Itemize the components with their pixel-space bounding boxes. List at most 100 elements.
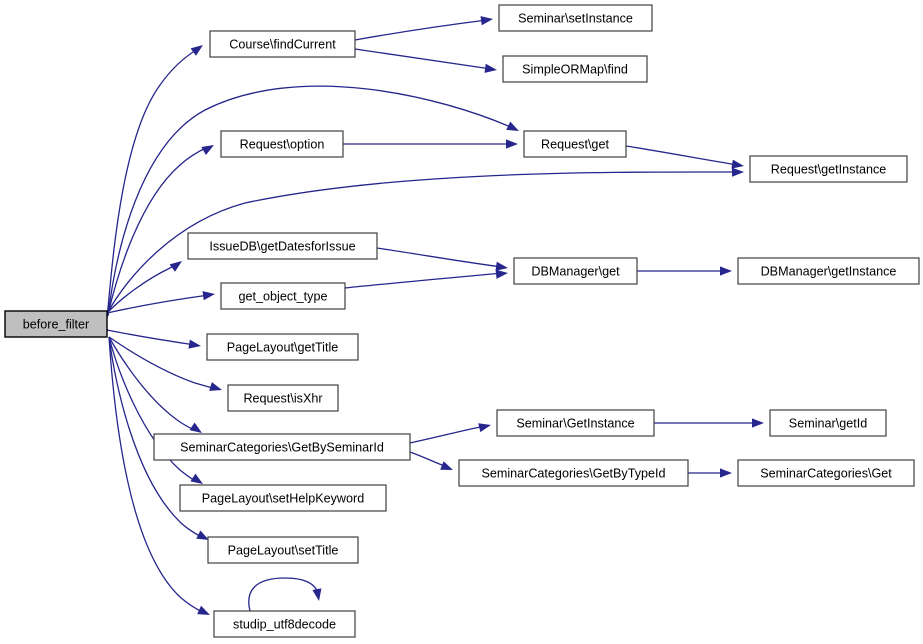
arrowhead-icon bbox=[731, 167, 744, 177]
call-edge bbox=[376, 247, 503, 268]
arrowhead-icon bbox=[190, 45, 203, 56]
call-edge bbox=[106, 329, 196, 346]
arrowheads-layer bbox=[169, 16, 764, 615]
call-edge bbox=[108, 336, 198, 432]
node-label: IssueDB\getDatesforIssue bbox=[209, 239, 355, 253]
arrowhead-icon bbox=[197, 605, 210, 615]
graph-node-seminarcategories_get[interactable]: SeminarCategories\Get bbox=[737, 459, 915, 487]
call-edge bbox=[106, 48, 199, 319]
graph-node-dbmanager_getinstance[interactable]: DBManager\getInstance bbox=[737, 257, 920, 285]
call-edge bbox=[107, 85, 514, 317]
call-edge bbox=[344, 272, 503, 289]
arrowhead-icon bbox=[202, 291, 215, 301]
call-edge bbox=[108, 336, 205, 614]
node-box[interactable] bbox=[498, 4, 653, 32]
node-label: DBManager\getInstance bbox=[761, 264, 897, 278]
graph-node-issuedb_getdatesforissue[interactable]: IssueDB\getDatesforIssue bbox=[187, 232, 378, 260]
arrowhead-icon bbox=[731, 159, 744, 169]
graph-node-seminarcategories_getbyseminarid[interactable]: SeminarCategories\GetBySeminarId bbox=[153, 433, 411, 461]
call-edge bbox=[625, 145, 739, 166]
node-box[interactable] bbox=[737, 257, 920, 285]
node-box[interactable] bbox=[769, 409, 887, 437]
graph-node-before_filter[interactable]: before_filter bbox=[4, 310, 108, 338]
node-label: Seminar\getId bbox=[789, 416, 867, 430]
arrowhead-icon bbox=[440, 461, 453, 470]
node-label: PageLayout\setTitle bbox=[228, 543, 339, 557]
nodes-layer: before_filter Course\findCurrent Seminar\s… bbox=[4, 4, 920, 638]
node-box[interactable] bbox=[206, 333, 359, 361]
arrowhead-icon bbox=[480, 16, 493, 26]
graph-node-dbmanager_get[interactable]: DBManager\get bbox=[513, 257, 638, 285]
node-label: DBManager\get bbox=[531, 264, 620, 278]
node-box[interactable] bbox=[458, 459, 689, 487]
node-box[interactable] bbox=[502, 55, 648, 83]
arrowhead-icon bbox=[190, 473, 203, 484]
call-edge bbox=[409, 451, 448, 468]
graph-node-course_findcurrent[interactable]: Course\findCurrent bbox=[209, 30, 356, 58]
graph-node-request_option[interactable]: Request\option bbox=[220, 130, 344, 158]
node-label: get_object_type bbox=[239, 289, 328, 303]
call-edge bbox=[106, 294, 210, 314]
arrowhead-icon bbox=[720, 266, 732, 276]
node-label: SeminarCategories\GetByTypeId bbox=[481, 466, 665, 480]
graph-node-request_get[interactable]: Request\get bbox=[523, 130, 627, 158]
node-box[interactable] bbox=[737, 459, 915, 487]
node-label: before_filter bbox=[23, 317, 90, 331]
call-edge bbox=[409, 425, 486, 444]
node-box-root[interactable] bbox=[4, 310, 108, 338]
arrowhead-icon bbox=[201, 145, 214, 155]
arrowhead-icon bbox=[478, 423, 491, 433]
node-label: Request\option bbox=[240, 137, 325, 151]
node-label: Course\findCurrent bbox=[229, 37, 336, 51]
edges-layer bbox=[106, 19, 758, 614]
node-box[interactable] bbox=[209, 30, 356, 58]
arrowhead-icon bbox=[169, 261, 182, 272]
node-label: Request\get bbox=[541, 137, 609, 151]
graph-node-pagelayout_sethelpkeyword[interactable]: PageLayout\setHelpKeyword bbox=[179, 484, 387, 512]
node-box[interactable] bbox=[513, 257, 638, 285]
node-label: PageLayout\getTitle bbox=[227, 340, 339, 354]
graph-node-pagelayout_gettitle[interactable]: PageLayout\getTitle bbox=[206, 333, 359, 361]
arrowhead-icon bbox=[495, 269, 508, 279]
arrowhead-icon bbox=[209, 382, 222, 391]
call-edge bbox=[248, 577, 319, 612]
arrowhead-icon bbox=[189, 422, 202, 433]
node-label: studip_utf8decode bbox=[233, 617, 336, 631]
call-edge bbox=[108, 336, 204, 539]
node-box[interactable] bbox=[187, 232, 378, 260]
arrowhead-icon bbox=[312, 588, 322, 601]
arrowhead-icon bbox=[484, 63, 497, 73]
arrowhead-icon bbox=[752, 418, 764, 428]
graph-node-simpleormap_find[interactable]: SimpleORMap\find bbox=[502, 55, 648, 83]
graph-node-pagelayout_settitle[interactable]: PageLayout\setTitle bbox=[207, 536, 359, 564]
call-edge bbox=[108, 336, 217, 390]
graph-node-studip_utf8decode[interactable]: studip_utf8decode bbox=[213, 610, 356, 638]
node-box[interactable] bbox=[179, 484, 387, 512]
node-box[interactable] bbox=[496, 409, 655, 437]
graph-node-seminar_setinstance[interactable]: Seminar\setInstance bbox=[498, 4, 653, 32]
graph-node-request_getinstance[interactable]: Request\getInstance bbox=[749, 155, 908, 183]
arrowhead-icon bbox=[188, 339, 201, 349]
graph-node-seminar_getinstance[interactable]: Seminar\GetInstance bbox=[496, 409, 655, 437]
arrowhead-icon bbox=[506, 121, 519, 131]
node-box[interactable] bbox=[220, 282, 346, 310]
node-box[interactable] bbox=[213, 610, 356, 638]
node-box[interactable] bbox=[220, 130, 344, 158]
node-box[interactable] bbox=[227, 384, 339, 412]
graph-node-request_isxhr[interactable]: Request\isXhr bbox=[227, 384, 339, 412]
graph-node-get_object_type[interactable]: get_object_type bbox=[220, 282, 346, 310]
arrowhead-icon bbox=[506, 139, 518, 149]
graph-node-seminarcategories_getbytypeid[interactable]: SeminarCategories\GetByTypeId bbox=[458, 459, 689, 487]
node-box[interactable] bbox=[153, 433, 411, 461]
node-box[interactable] bbox=[523, 130, 627, 158]
node-label: SeminarCategories\Get bbox=[760, 466, 892, 480]
graph-node-seminar_getid[interactable]: Seminar\getId bbox=[769, 409, 887, 437]
node-label: SimpleORMap\find bbox=[522, 62, 628, 76]
arrowhead-icon bbox=[720, 468, 732, 478]
call-edge bbox=[108, 263, 178, 312]
node-box[interactable] bbox=[749, 155, 908, 183]
node-box[interactable] bbox=[207, 536, 359, 564]
call-edge bbox=[107, 146, 209, 315]
